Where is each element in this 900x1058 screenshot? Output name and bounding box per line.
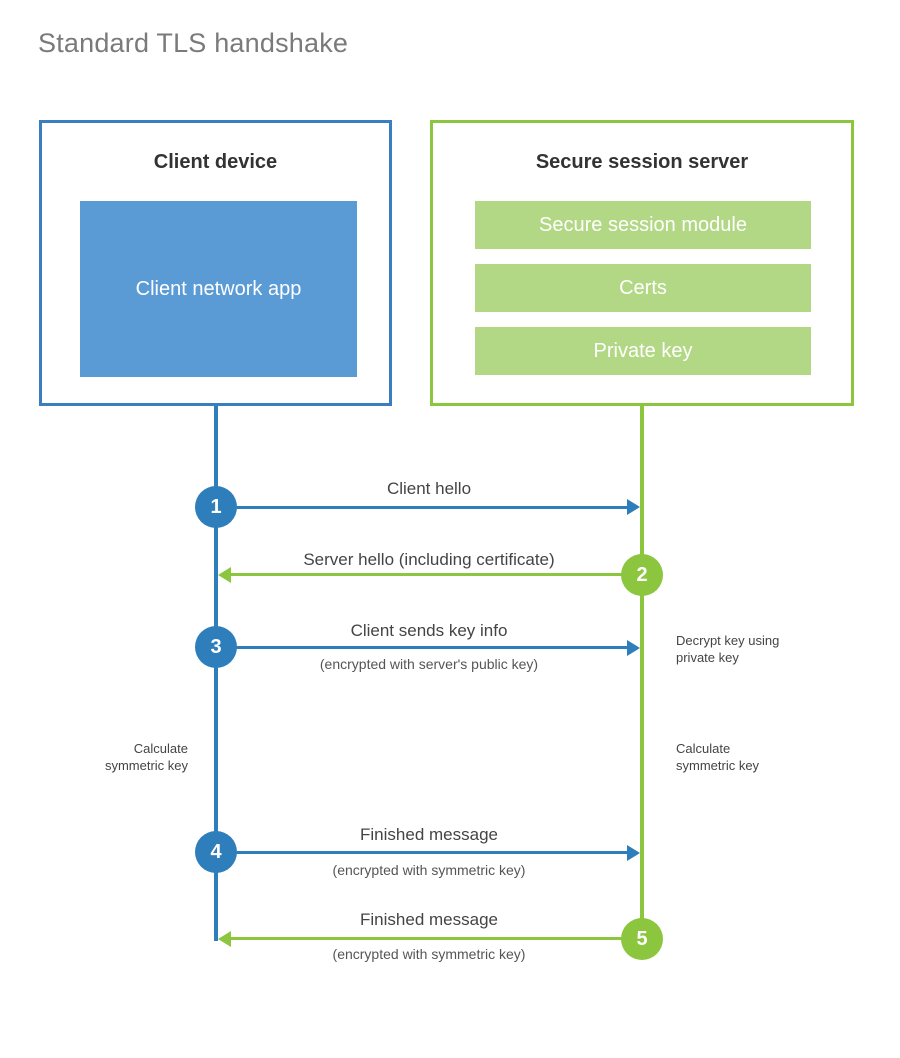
step-4-sublabel: (encrypted with symmetric key) [332,862,526,878]
server-component-private-key: Private key [475,327,811,375]
secure-session-server-title: Secure session server [535,151,749,173]
server-component-certs: Certs [475,264,811,312]
client-device-box: Client device Client network app [39,120,392,406]
step-4-arrow-head [627,845,640,861]
step-5-arrow-head [218,931,231,947]
step-3-label: Client sends key info [350,621,508,640]
step-1-arrow-line [216,506,627,509]
page-title: Standard TLS handshake [38,28,349,58]
secure-session-server-box: Secure session server Secure session mod… [430,120,854,406]
step-1-marker[interactable]: 1 [195,486,237,528]
client-network-app-block: Client network app [80,201,357,377]
step-4-marker[interactable]: 4 [195,831,237,873]
step-2-marker[interactable]: 2 [621,554,663,596]
client-device-title: Client device [153,151,278,173]
client-network-app-label: Client network app [135,278,302,300]
step-2-arrow-head [218,567,231,583]
step-2-arrow-line [231,573,642,576]
step-4-label: Finished message [360,825,498,844]
step-3-arrow-head [627,640,640,656]
step-1-arrow-head [627,499,640,515]
step-3-marker[interactable]: 3 [195,626,237,668]
step-5-arrow-line [231,937,642,940]
step-2-label: Server hello (including certificate) [303,550,555,569]
server-component-secure-session-module: Secure session module [475,201,811,249]
step-1-label: Client hello [386,479,472,498]
step-5-marker[interactable]: 5 [621,918,663,960]
step-3-arrow-line [216,646,627,649]
step-4-arrow-line [216,851,627,854]
step-3-sublabel: (encrypted with server's public key) [319,656,539,672]
step-5-label: Finished message [360,910,498,929]
step-5-sublabel: (encrypted with symmetric key) [332,946,526,962]
client-lifeline [214,406,218,941]
server-lifeline [640,406,644,939]
